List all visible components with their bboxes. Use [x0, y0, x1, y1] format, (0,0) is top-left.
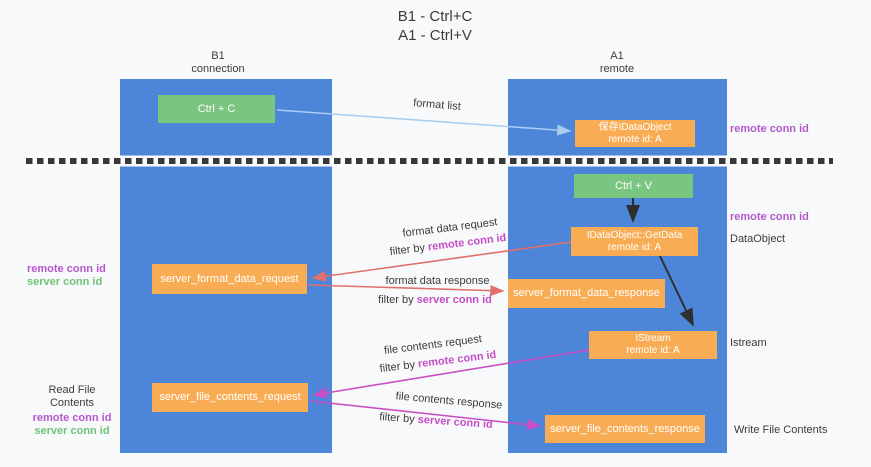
lane-a1-subtitle: remote [599, 63, 635, 75]
getdata-line1: IDataObject::GetData [586, 229, 683, 241]
dataobject-label: DataObject [730, 233, 786, 245]
getdata-line2: remote id: A [607, 241, 662, 253]
title-line-1: B1 - Ctrl+C [397, 8, 473, 25]
save-idataobject-box: 保存IDataObject remote id: A [575, 120, 695, 147]
server-file-contents-request-box: server_file_contents_request [152, 383, 308, 412]
filter-by-text: filter by [389, 241, 429, 259]
lane-b1-subtitle: connection [191, 63, 245, 75]
filter-by-text: filter by [378, 294, 417, 306]
lane-b1-title: B1 [211, 50, 225, 62]
ctrl-v-label: Ctrl + V [615, 179, 652, 192]
filter-by-text: filter by [378, 411, 419, 426]
filter-by-server-conn-id-label-2: filter by server conn id [376, 411, 497, 431]
left-conn-id-group: remote conn id server conn id [27, 263, 106, 289]
ctrl-c-box: Ctrl + C [158, 95, 275, 123]
idataobject-getdata-box: IDataObject::GetData remote id: A [571, 227, 698, 256]
server-conn-id-key: server conn id [417, 413, 494, 431]
save-idataobject-line1: 保存IDataObject [598, 121, 672, 133]
left-remote-conn-id-label: remote conn id [27, 263, 106, 275]
filter-by-text: filter by [379, 358, 419, 376]
bottom-server-conn-id-label: server conn id [34, 425, 110, 437]
remote-conn-id-mid-label: remote conn id [730, 211, 809, 223]
server-format-data-response-label: server_format_data_response [513, 287, 660, 299]
left-server-conn-id-label: server conn id [27, 276, 103, 288]
server-format-data-request-box: server_format_data_request [152, 264, 307, 294]
remote-conn-id-top-label: remote conn id [730, 123, 809, 135]
ctrl-v-box: Ctrl + V [574, 174, 693, 198]
save-idataobject-line2: remote id: A [608, 133, 662, 145]
format-data-response-label: format data response [385, 275, 490, 287]
server-file-contents-request-label: server_file_contents_request [159, 391, 301, 403]
filter-by-server-conn-id-label-1: filter by server conn id [375, 294, 495, 306]
istream-side-label: Istream [730, 337, 767, 349]
server-conn-id-key: server conn id [416, 294, 492, 306]
read-file-contents-label: Read File Contents [48, 384, 96, 409]
istream-line2: remote id: A [626, 345, 680, 356]
lane-a1-title: A1 [610, 50, 624, 62]
write-file-contents-label: Write File Contents [734, 424, 828, 436]
bottom-remote-conn-id-label: remote conn id [32, 412, 112, 424]
server-format-data-response-box: server_format_data_response [508, 279, 665, 308]
ctrl-c-label: Ctrl + C [197, 102, 236, 115]
title-line-2: A1 - Ctrl+V [398, 27, 472, 44]
server-file-contents-response-label: server_file_contents_response [550, 422, 700, 435]
lane-header-a1: A1 remote [557, 50, 677, 76]
server-format-data-request-label: server_format_data_request [160, 272, 299, 285]
istream-line1: IStream [635, 333, 671, 344]
lane-header-b1: B1 connection [158, 50, 278, 76]
istream-box: IStream remote id: A [589, 331, 717, 359]
remote-conn-id-key: remote conn id [417, 348, 497, 371]
diagram-title: B1 - Ctrl+C A1 - Ctrl+V [335, 7, 535, 45]
read-file-contents-group: Read File Contents remote conn id server… [26, 384, 118, 438]
server-file-contents-response-box: server_file_contents_response [545, 415, 705, 443]
file-contents-response-label: file contents response [395, 390, 503, 412]
format-list-label: format list [412, 97, 462, 113]
